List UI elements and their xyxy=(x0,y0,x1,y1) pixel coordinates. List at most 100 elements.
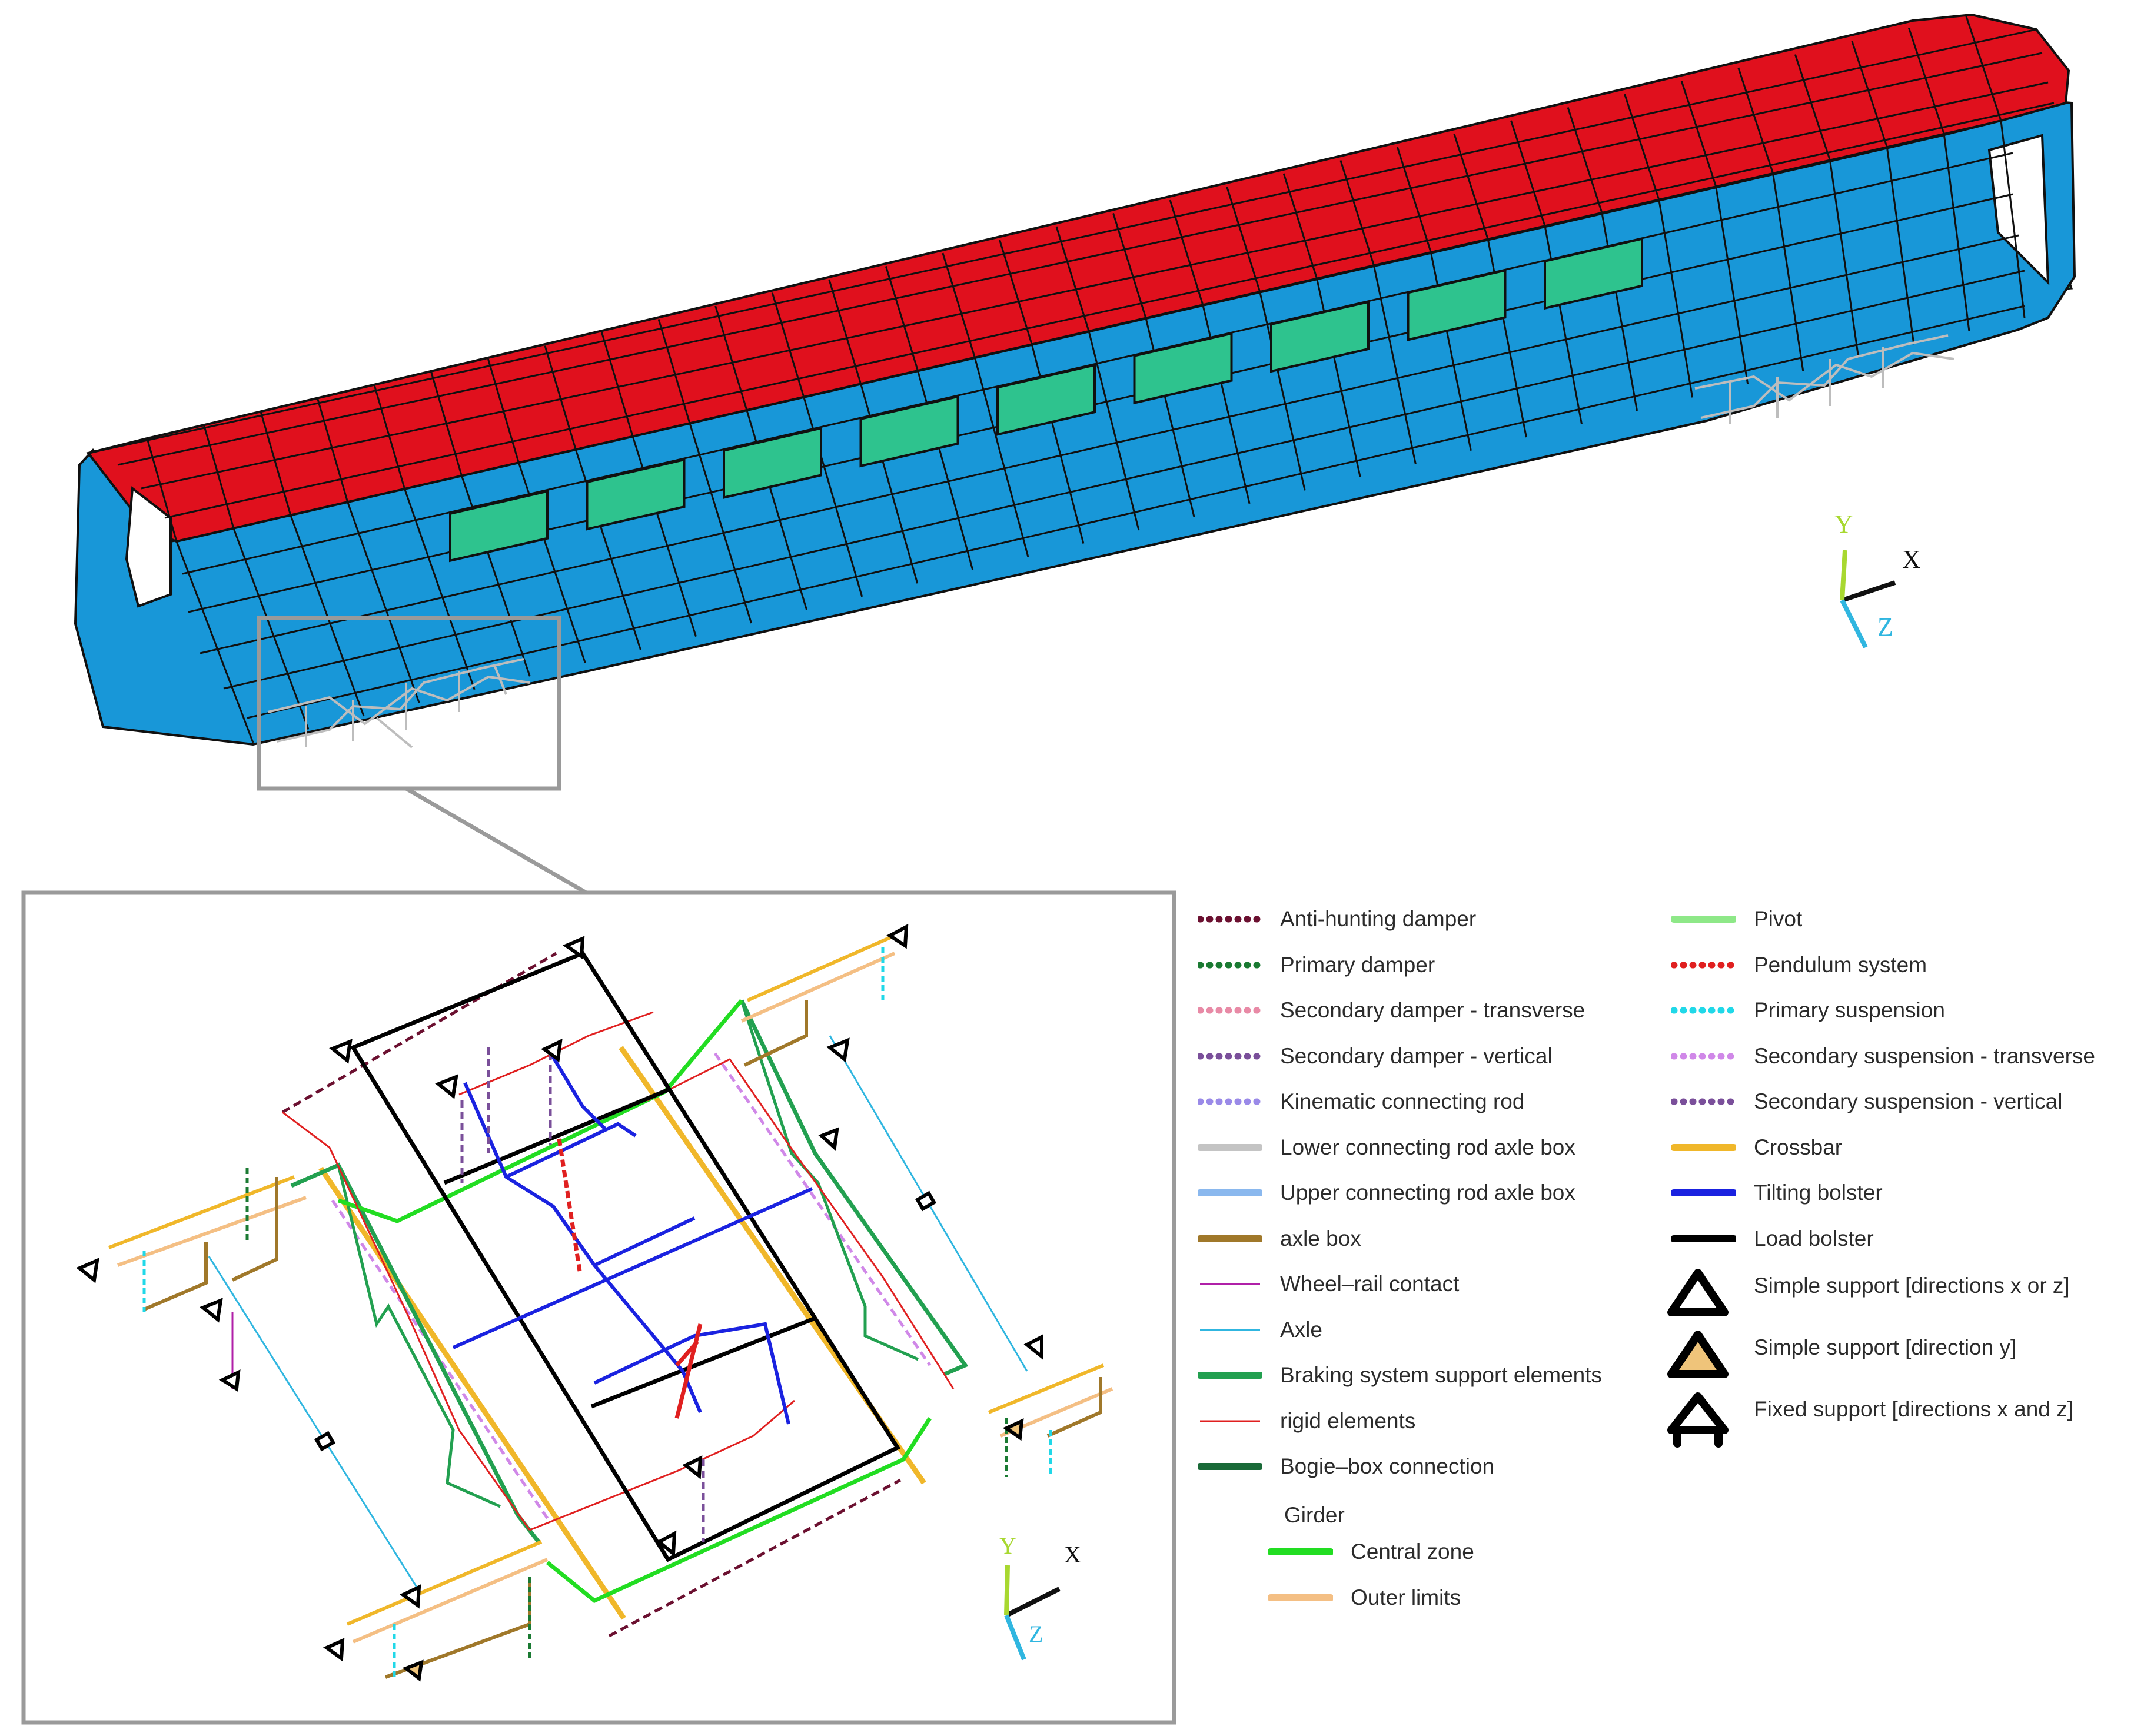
legend-support-label: Simple support [directions x or z] xyxy=(1754,1273,2070,1298)
simple-support-icon xyxy=(541,1038,563,1063)
legend-label: Wheel–rail contact xyxy=(1280,1272,1460,1296)
simple-support-icon xyxy=(218,1369,241,1392)
axle-line xyxy=(208,1256,419,1589)
braking-support-element xyxy=(740,1000,919,1361)
mesh-line xyxy=(260,411,365,717)
legend-label: Pendulum system xyxy=(1754,952,1927,977)
mesh-line xyxy=(1396,147,1472,451)
fixed-support-icon xyxy=(200,1298,223,1323)
axis-label-z: Z xyxy=(1029,1621,1043,1647)
car-window xyxy=(859,395,959,468)
mesh-line xyxy=(1453,134,1527,438)
simple-support-icon xyxy=(656,1530,677,1558)
zoom-connector xyxy=(405,786,596,900)
fixed-support-icon xyxy=(329,1039,353,1064)
legend-label: axle box xyxy=(1280,1226,1361,1251)
solid-line-icon xyxy=(1670,1221,1737,1259)
mesh-line xyxy=(1510,120,1583,424)
mesh-line xyxy=(487,358,586,664)
legend-label: Secondary damper - vertical xyxy=(1280,1043,1553,1068)
axis-triad-bottom: Y X Z xyxy=(999,1532,1081,1661)
fixed-support-icon xyxy=(76,1258,99,1283)
simple-support-icon xyxy=(1023,1334,1043,1361)
legend-label: Lower connecting rod axle box xyxy=(1280,1135,1575,1159)
mesh-line xyxy=(1339,160,1417,464)
simple-support-icon xyxy=(886,923,909,949)
axis-label-z: Z xyxy=(1877,613,1893,641)
legend-girder-heading: Girder xyxy=(1284,1503,1345,1527)
legend-label: Anti-hunting damper xyxy=(1280,907,1477,931)
mesh-line xyxy=(771,292,863,597)
dashed-line-icon xyxy=(1670,1039,1737,1077)
legend-label: Primary damper xyxy=(1280,952,1435,977)
dashed-line-icon xyxy=(1196,947,1264,986)
mesh-line xyxy=(1226,187,1306,491)
solid-line-icon xyxy=(1670,1175,1737,1213)
dashed-line-icon xyxy=(1196,1084,1264,1122)
mesh-line xyxy=(1624,94,1694,398)
dashed-line-icon xyxy=(1670,993,1737,1031)
solid-line-icon xyxy=(1196,1449,1264,1487)
mesh-line xyxy=(88,28,2037,454)
mesh-line xyxy=(544,345,641,650)
car-window xyxy=(723,426,822,500)
car-mesh-lines xyxy=(88,14,2055,743)
thin-line-icon xyxy=(1198,1312,1262,1351)
axis-triad-top: Y X Z xyxy=(1834,510,1921,648)
legend-support-label: Simple support [direction y] xyxy=(1754,1335,2017,1359)
dashed-line-icon xyxy=(1196,993,1264,1031)
mesh-line xyxy=(1169,199,1251,504)
crossbar xyxy=(318,1166,626,1620)
legend-label: Axle xyxy=(1280,1317,1322,1342)
mesh-line xyxy=(714,305,808,610)
legend-label: Load bolster xyxy=(1754,1226,1874,1251)
mesh-line xyxy=(1908,28,1970,331)
solid-line-icon xyxy=(1196,1221,1264,1259)
mesh-line xyxy=(1282,173,1361,478)
load-bolster-cross xyxy=(443,1086,672,1185)
simple-support-icon xyxy=(818,1127,839,1152)
car-window xyxy=(996,363,1096,436)
dashed-line-icon xyxy=(1670,947,1737,986)
car-window xyxy=(449,490,549,563)
axis-label-y: Y xyxy=(1834,510,1853,538)
mesh-line xyxy=(601,332,697,637)
legend-label: Secondary suspension - transverse xyxy=(1754,1043,2095,1068)
secondary-damper-vertical xyxy=(460,1047,705,1542)
legend-label: Central zone xyxy=(1351,1539,1474,1564)
simple-support-icon xyxy=(682,1455,703,1479)
solid-line-icon xyxy=(1196,1175,1264,1213)
car-right-end-opening xyxy=(1987,134,2050,286)
car-window xyxy=(1133,332,1233,405)
legend-label: Upper connecting rod axle box xyxy=(1280,1180,1575,1205)
mesh-line xyxy=(200,234,2019,654)
girder-central-zone xyxy=(337,999,743,1223)
mesh-line xyxy=(164,102,2055,519)
axle-marker-icon xyxy=(314,1431,336,1452)
rigid-elements xyxy=(282,1011,955,1531)
mesh-line xyxy=(999,240,1085,544)
legend-label: Secondary damper - transverse xyxy=(1280,998,1585,1022)
simple-support-icon xyxy=(400,1584,421,1609)
dashed-line-icon xyxy=(1196,1039,1264,1077)
load-bolster-cross xyxy=(590,1316,816,1409)
thin-line-icon xyxy=(1198,1266,1262,1305)
mesh-line xyxy=(1112,213,1195,517)
simple-support-icon xyxy=(562,936,585,960)
legend-label: Crossbar xyxy=(1754,1135,1843,1159)
car-windows xyxy=(449,237,1643,563)
mesh-line xyxy=(1567,107,1638,411)
car-window xyxy=(586,458,686,531)
axis-label-x: X xyxy=(1064,1541,1081,1568)
solid-line-icon xyxy=(1267,1580,1334,1618)
mesh-line xyxy=(373,385,476,690)
legend-label: Braking system support elements xyxy=(1280,1363,1603,1387)
legend-label: Tilting bolster xyxy=(1754,1180,1883,1205)
left-bogie-wireframe xyxy=(267,658,530,749)
simple-support-y-icon xyxy=(1002,1418,1024,1441)
mesh-line xyxy=(1794,54,1860,358)
girder-central-zone xyxy=(546,1417,932,1604)
solid-line-icon xyxy=(1670,1130,1737,1168)
anti-hunting-damper xyxy=(608,1478,902,1638)
